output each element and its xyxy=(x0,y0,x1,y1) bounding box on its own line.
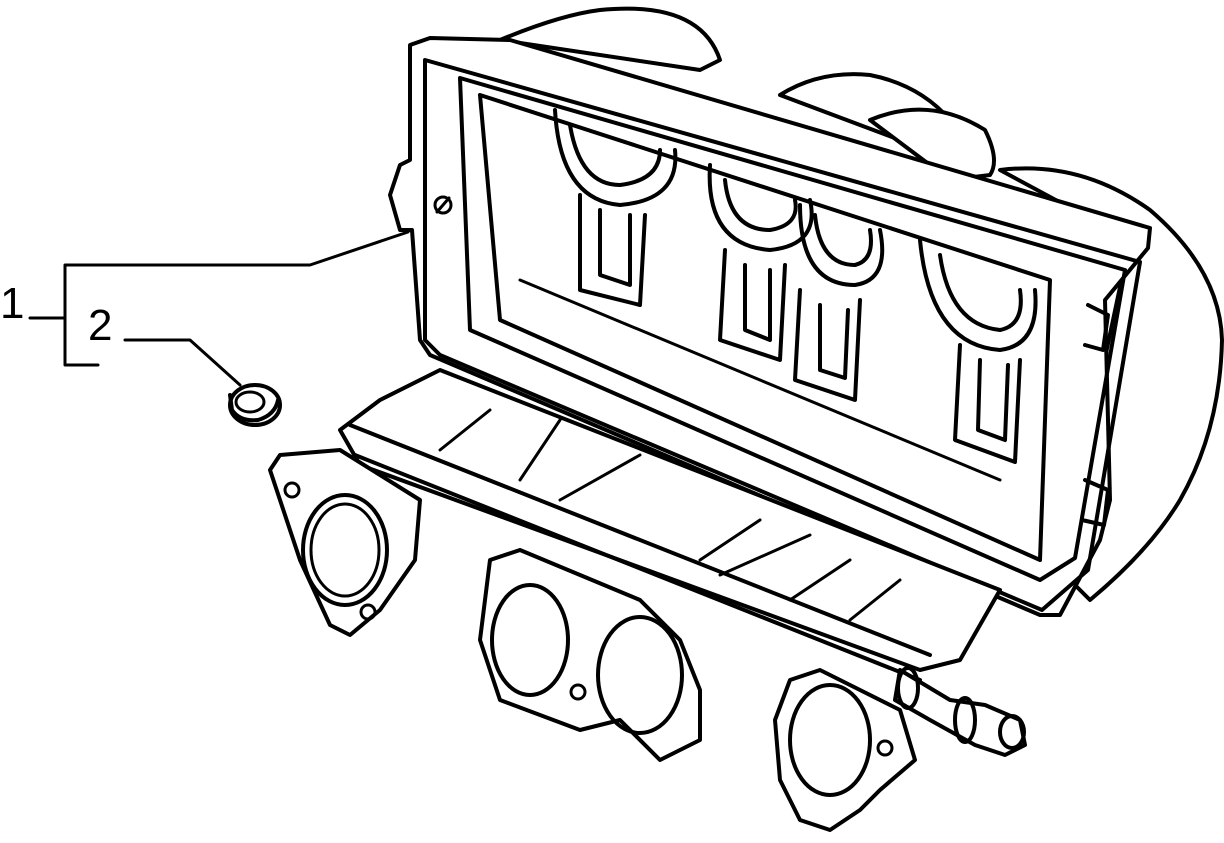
lower-runners xyxy=(338,368,1002,682)
callout-number-1: 1 xyxy=(0,279,24,328)
manifold-flanges xyxy=(268,448,917,832)
part-2-cap xyxy=(228,383,282,427)
callout-leaders xyxy=(28,230,410,387)
runner-openings xyxy=(518,108,1038,482)
callout-number-2: 2 xyxy=(88,301,112,350)
plenum-domes xyxy=(498,6,1224,602)
fuel-rail-fitting xyxy=(893,666,1027,757)
